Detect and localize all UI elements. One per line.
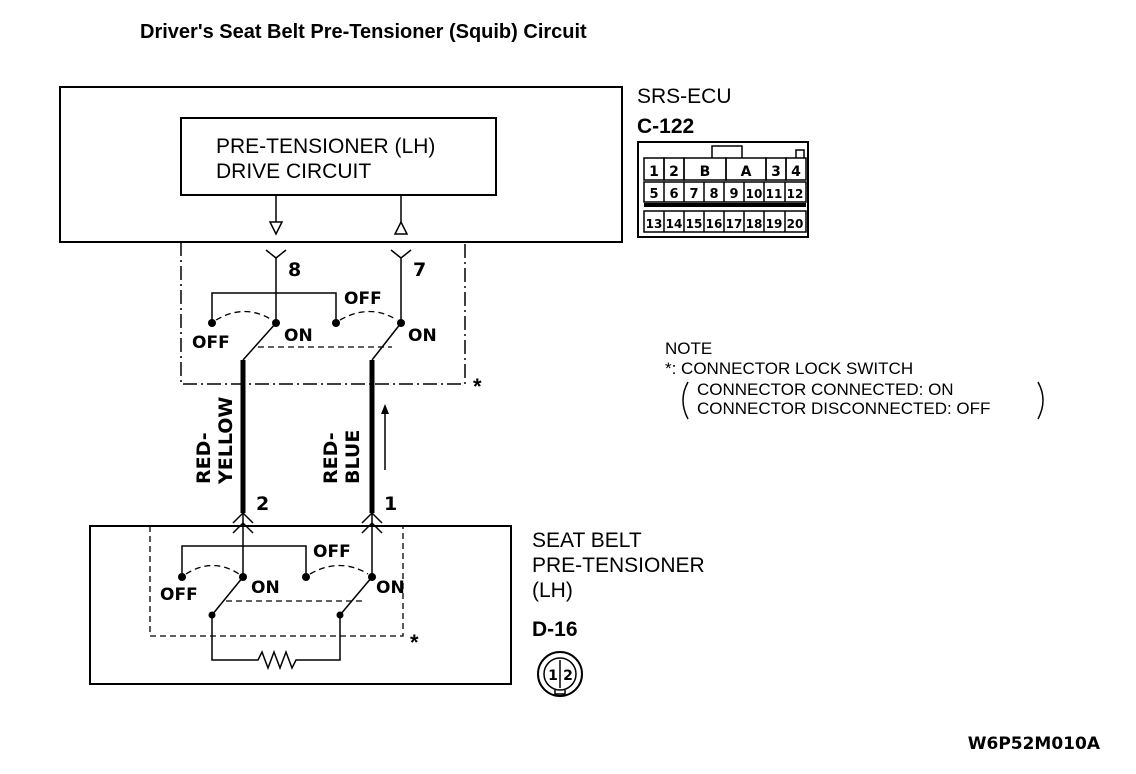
- drive-circuit-label-line1: PRE-TENSIONER (LH): [216, 135, 435, 158]
- wire-left-color-line2: YELLOW: [215, 397, 237, 485]
- pretensioner-left-on-label: ON: [251, 578, 280, 598]
- ecu-pin-10: 10: [746, 187, 763, 201]
- wire-left-color-line1: RED-: [193, 432, 215, 484]
- ecu-pin-1: 1: [649, 164, 659, 180]
- ecu-pin-14: 14: [666, 217, 683, 231]
- drive-circuit-label-line2: DRIVE CIRCUIT: [216, 160, 371, 183]
- pretensioner-pin-1: 1: [548, 668, 558, 684]
- diagram-title: Driver's Seat Belt Pre-Tensioner (Squib)…: [140, 21, 587, 43]
- pretensioner-left-off-label: OFF: [160, 585, 198, 605]
- ecu-pin-11: 11: [766, 187, 783, 201]
- note-left-paren: [682, 381, 689, 420]
- ecu-left-on-label: ON: [284, 326, 313, 346]
- ecu-pin-6: 6: [669, 187, 678, 202]
- ecu-right-off-label: OFF: [344, 289, 382, 309]
- ecu-pin-20: 20: [787, 217, 804, 231]
- pretensioner-name-line2: PRE-TENSIONER: [532, 554, 705, 577]
- note-line2: CONNECTOR CONNECTED: ON: [697, 380, 954, 399]
- ecu-pin-15: 15: [686, 217, 703, 231]
- ecu-pin-a: A: [741, 164, 752, 180]
- ecu-connector-boundary: [180, 242, 466, 385]
- terminal-7-fork-icon: [390, 249, 412, 259]
- figure-code: W6P52M010A: [968, 734, 1101, 754]
- wire-right-color-line2: BLUE: [342, 430, 364, 484]
- ecu-pin-13: 13: [646, 217, 663, 231]
- input-triangle-icon: [393, 220, 409, 235]
- ecu-connector-id: C-122: [637, 115, 694, 138]
- pretensioner-connector-face: 1 2: [537, 651, 583, 697]
- ecu-pin-17: 17: [726, 217, 743, 231]
- output-triangle-icon: [268, 221, 284, 236]
- note-right-paren: [1037, 381, 1044, 420]
- ecu-pin-19: 19: [766, 217, 783, 231]
- ecu-pin-7: 7: [689, 187, 698, 202]
- pretensioner-lock-switch-asterisk: *: [410, 630, 419, 655]
- terminal-8-fork-icon: [265, 249, 287, 259]
- ecu-pin-4: 4: [791, 164, 801, 180]
- drive-circuit-box: [180, 117, 497, 196]
- pretensioner-name-line1: SEAT BELT: [532, 529, 642, 552]
- pretensioner-pin-2: 2: [563, 668, 573, 684]
- srs-ecu-box: [59, 86, 623, 243]
- ecu-right-on-label: ON: [408, 326, 437, 346]
- ecu-pin-b: B: [700, 164, 711, 180]
- note-line3: CONNECTOR DISCONNECTED: OFF: [697, 399, 990, 418]
- ecu-right-lock-switch: [339, 310, 405, 361]
- ecu-pin-16: 16: [706, 217, 723, 231]
- ecu-terminal-7: 7: [413, 259, 426, 281]
- squib-resistor-icon: [211, 615, 341, 671]
- pretensioner-right-off-label: OFF: [313, 542, 351, 562]
- wire-right-color-line1: RED-: [320, 432, 342, 484]
- pretensioner-right-lock-switch: [309, 564, 376, 616]
- ecu-pin-8: 8: [709, 187, 718, 202]
- ecu-left-off-label: OFF: [192, 333, 230, 353]
- pretensioner-terminal-2: 2: [256, 493, 269, 515]
- srs-ecu-label: SRS-ECU: [637, 85, 732, 108]
- pretensioner-connector-boundary: [149, 525, 404, 637]
- pretensioner-connector-id: D-16: [532, 618, 578, 641]
- ecu-connector-face: 1 2 B A 3 4 5 6 7 8 9 10 11 12 13: [637, 141, 809, 238]
- pretensioner-name-line3: (LH): [532, 579, 573, 602]
- ecu-pin-2: 2: [669, 164, 679, 180]
- pretensioner-terminal-1: 1: [384, 493, 397, 515]
- ecu-pin-5: 5: [649, 187, 658, 202]
- ecu-pin-18: 18: [746, 217, 763, 231]
- pretensioner-right-on-label: ON: [376, 578, 405, 598]
- note-heading: NOTE: [665, 339, 712, 358]
- ecu-pin-9: 9: [729, 187, 738, 202]
- ecu-pin-3: 3: [771, 164, 781, 180]
- ecu-left-lock-switch: [208, 292, 340, 361]
- ecu-lock-switch-asterisk: *: [473, 374, 482, 399]
- ecu-terminal-8: 8: [288, 259, 301, 281]
- note-line1: *: CONNECTOR LOCK SWITCH: [665, 359, 913, 378]
- current-flow-arrow-icon: [381, 404, 389, 470]
- pretensioner-left-lock-switch: [178, 545, 310, 616]
- ecu-pin-12: 12: [787, 187, 804, 201]
